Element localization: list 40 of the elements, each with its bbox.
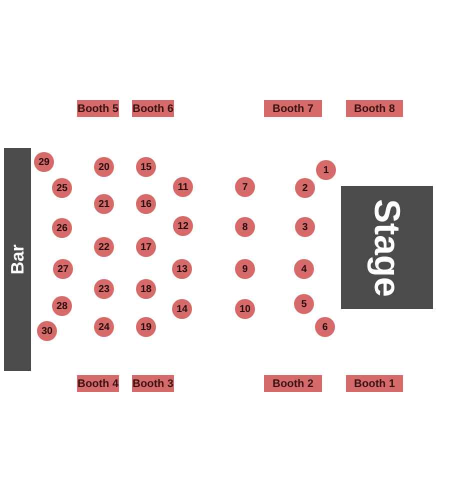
table-seat: 4 bbox=[294, 259, 314, 279]
booth-block: Booth 2 bbox=[264, 375, 322, 392]
table-seat: 8 bbox=[235, 217, 255, 237]
table-seat: 21 bbox=[94, 194, 114, 214]
table-seat: 10 bbox=[235, 299, 255, 319]
table-seat: 18 bbox=[136, 279, 156, 299]
table-seat: 2 bbox=[295, 178, 315, 198]
booth-block: Booth 5 bbox=[77, 100, 119, 117]
table-seat: 26 bbox=[52, 218, 72, 238]
table-seat: 6 bbox=[315, 317, 335, 337]
table-seat: 17 bbox=[136, 237, 156, 257]
table-seat: 12 bbox=[173, 216, 193, 236]
table-seat: 22 bbox=[94, 237, 114, 257]
table-seat: 3 bbox=[295, 217, 315, 237]
table-seat: 23 bbox=[94, 279, 114, 299]
booth-block: Booth 8 bbox=[346, 100, 403, 117]
booth-block: Booth 7 bbox=[264, 100, 322, 117]
table-seat: 27 bbox=[53, 259, 73, 279]
table-seat: 19 bbox=[136, 317, 156, 337]
table-seat: 20 bbox=[94, 157, 114, 177]
table-seat: 25 bbox=[52, 178, 72, 198]
table-seat: 24 bbox=[94, 317, 114, 337]
table-seat: 29 bbox=[34, 152, 54, 172]
table-seat: 13 bbox=[172, 259, 192, 279]
booth-block: Booth 4 bbox=[77, 375, 119, 392]
booth-block: Booth 6 bbox=[132, 100, 174, 117]
table-seat: 15 bbox=[136, 157, 156, 177]
table-seat: 7 bbox=[235, 177, 255, 197]
stage-area: Stage bbox=[341, 186, 433, 309]
table-seat: 16 bbox=[136, 194, 156, 214]
table-seat: 28 bbox=[52, 296, 72, 316]
table-seat: 14 bbox=[172, 299, 192, 319]
bar-area: Bar bbox=[4, 148, 31, 371]
table-seat: 1 bbox=[316, 160, 336, 180]
table-seat: 11 bbox=[173, 177, 193, 197]
table-seat: 9 bbox=[235, 259, 255, 279]
booth-block: Booth 1 bbox=[346, 375, 403, 392]
booth-block: Booth 3 bbox=[132, 375, 174, 392]
table-seat: 5 bbox=[294, 294, 314, 314]
table-seat: 30 bbox=[37, 321, 57, 341]
